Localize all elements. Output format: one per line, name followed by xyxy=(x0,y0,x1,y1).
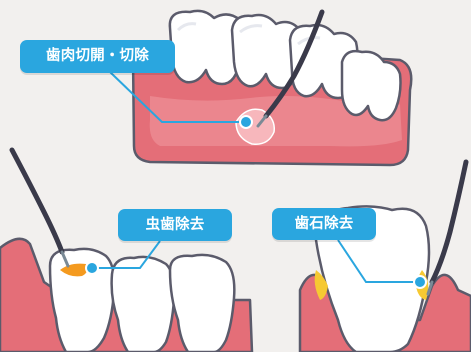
calculus-pointer-dot xyxy=(414,276,426,288)
gum-incision-label: 歯肉切開・切除 xyxy=(20,40,175,73)
calculus-removal-label: 歯石除去 xyxy=(272,208,376,240)
caries-pointer-dot xyxy=(86,262,98,274)
caries-removal-label: 虫歯除去 xyxy=(118,209,232,241)
gum-pointer-dot xyxy=(240,116,252,128)
gum-scene xyxy=(110,11,411,165)
calculus-scene xyxy=(300,162,471,352)
tooth-icon xyxy=(112,257,175,352)
caries-scene xyxy=(0,150,252,352)
